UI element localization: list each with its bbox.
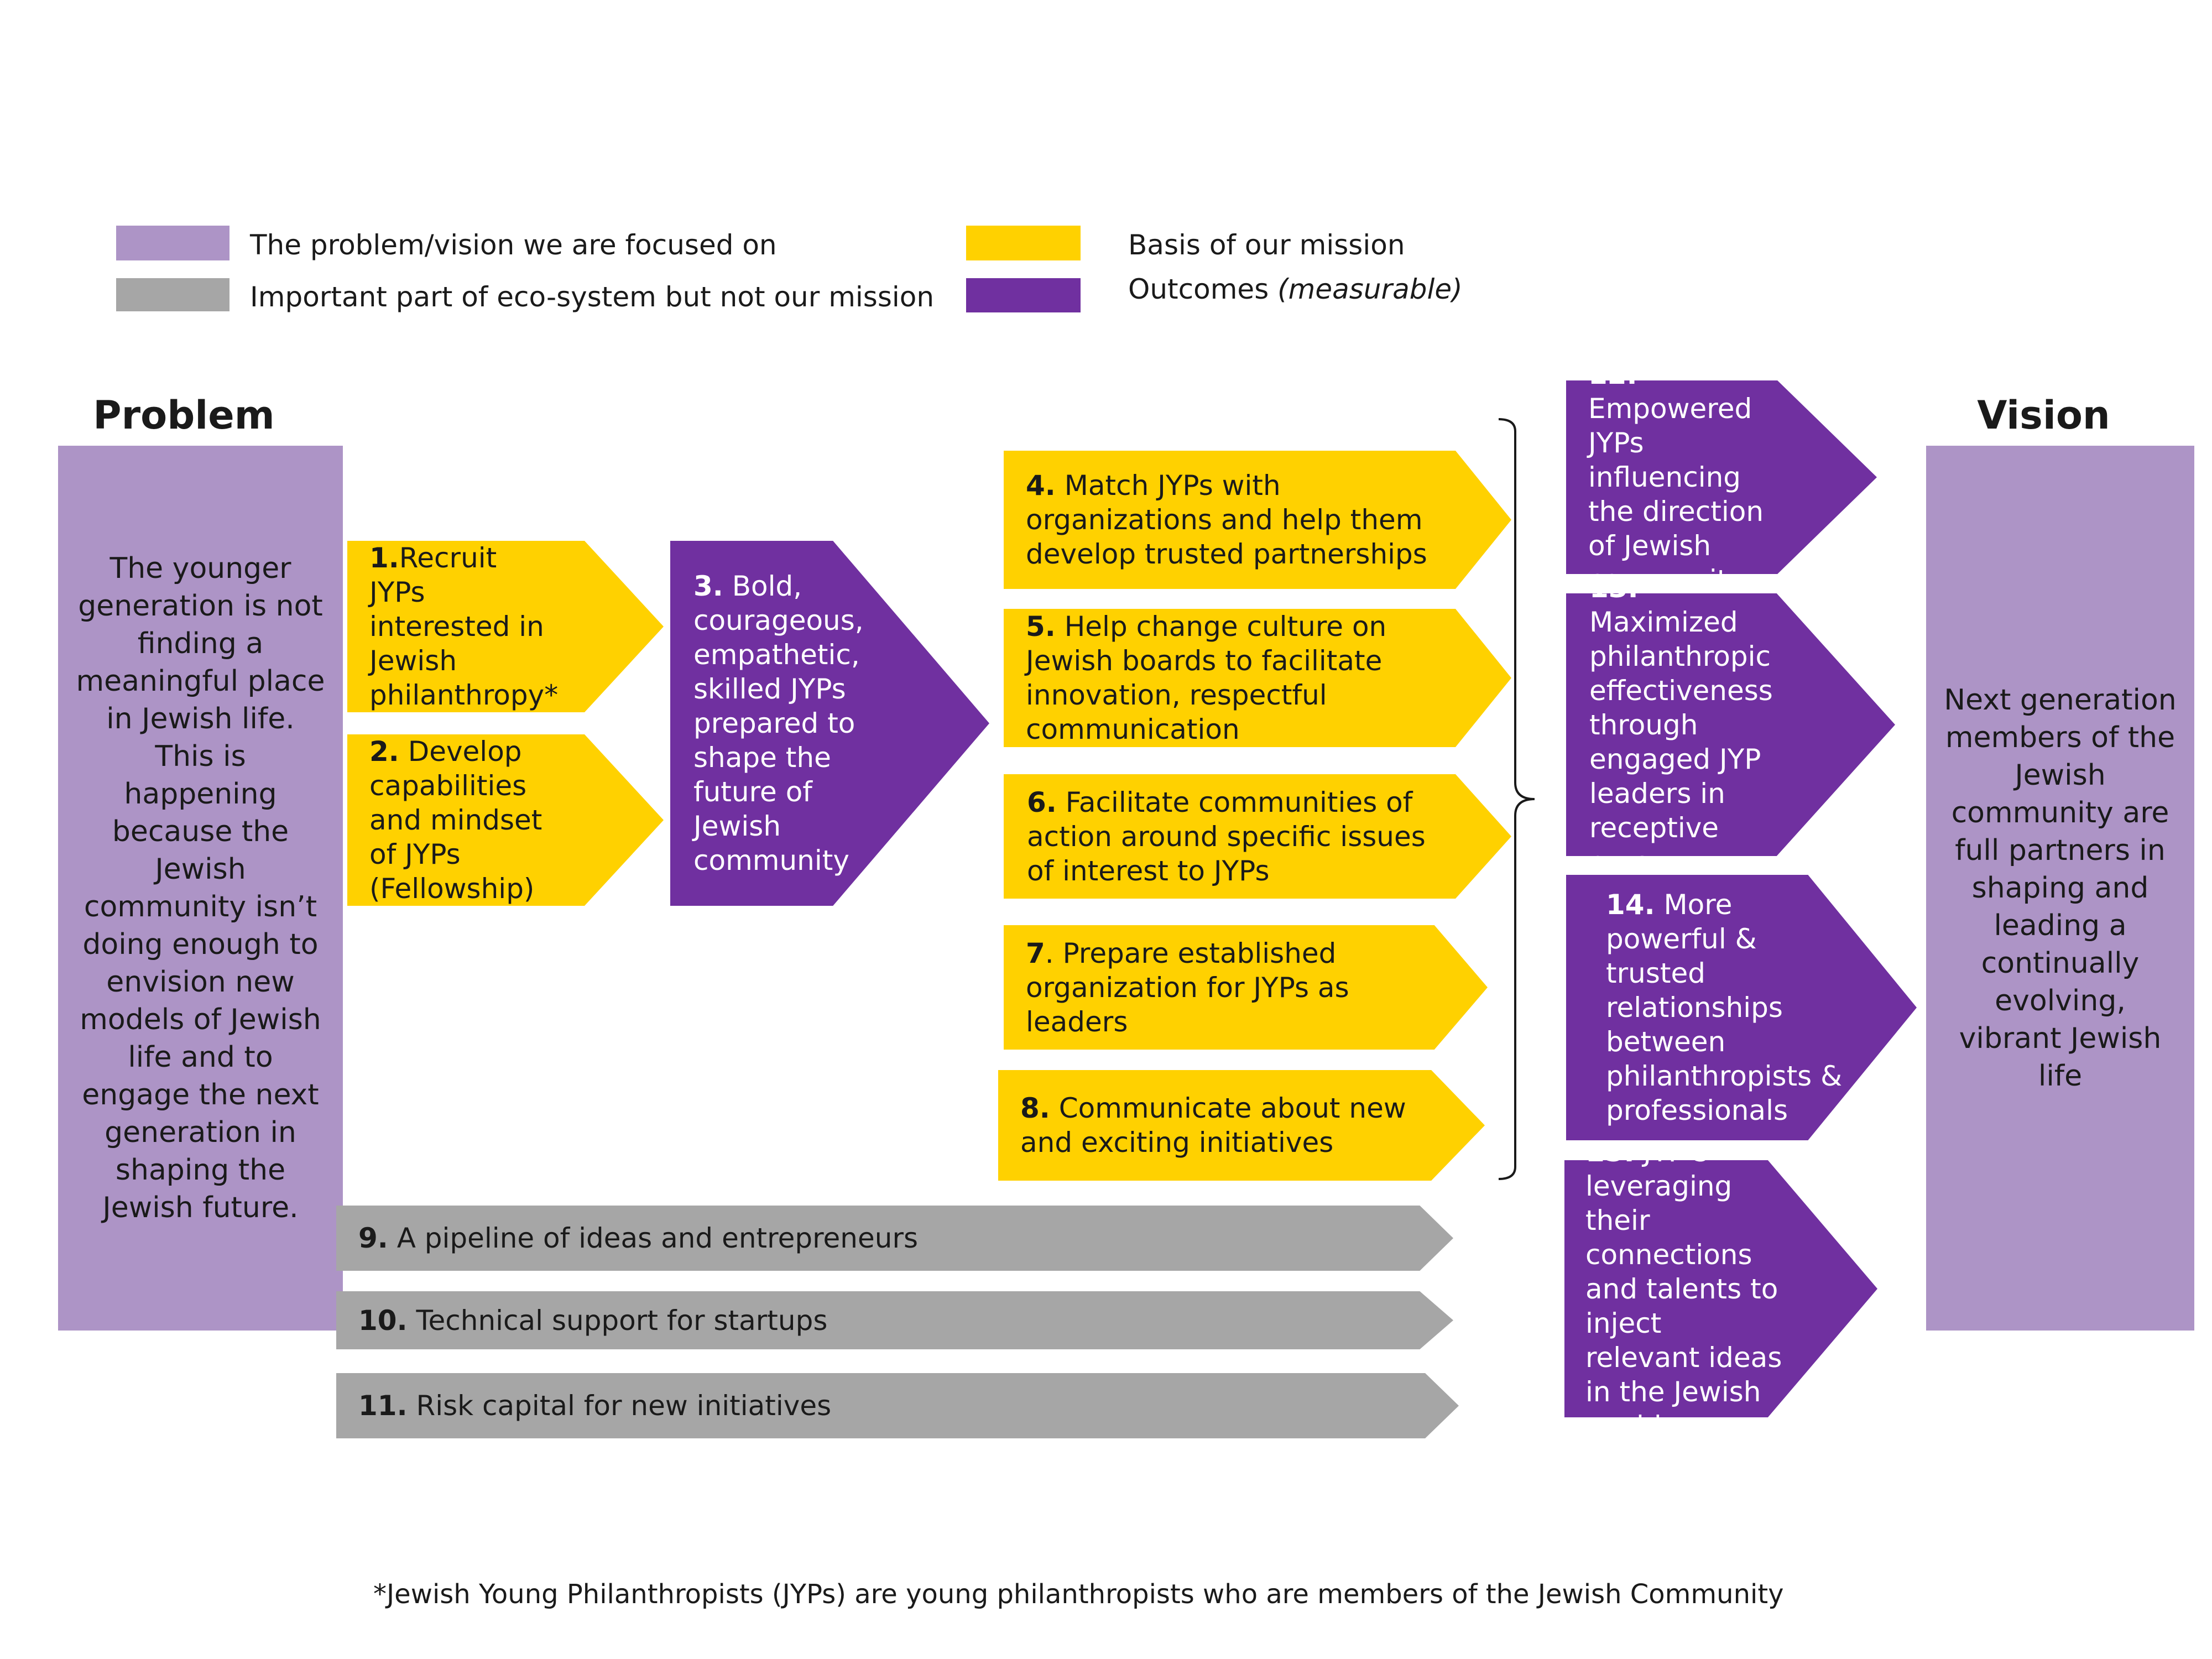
- step-4-chevron: 4. Match JYPs with organizations and hel…: [1004, 451, 1511, 589]
- step-4-text: Match JYPs with organizations and help t…: [1026, 469, 1427, 570]
- vision-heading: Vision: [1977, 393, 2110, 438]
- step-10-number: 10.: [358, 1304, 408, 1337]
- step-13-chevron: 13. Maximized philanthropic effectivenes…: [1566, 593, 1895, 856]
- step-5-text: Help change culture on Jewish boards to …: [1026, 611, 1387, 745]
- grouping-bracket: [1498, 418, 1535, 1180]
- problem-text: The younger generation is not finding a …: [76, 552, 325, 1224]
- step-13-text: Maximized philanthropic effectiveness th…: [1589, 606, 1773, 878]
- step-10-chevron: 10. Technical support for startups: [336, 1291, 1453, 1349]
- legend-outcomes-note: (measurable): [1277, 273, 1463, 305]
- legend-swatch-outcomes: [966, 278, 1081, 312]
- step-7-text: . Prepare established organization for J…: [1026, 937, 1349, 1038]
- step-1-text: Recruit JYPs interested in Jewish philan…: [369, 542, 559, 711]
- step-3-chevron: 3. Bold, courageous, empathetic, skilled…: [670, 541, 989, 906]
- legend-swatch-ecosystem: [116, 278, 229, 311]
- step-4-number: 4.: [1026, 469, 1056, 502]
- step-7-chevron: 7. Prepare established organization for …: [1004, 925, 1488, 1050]
- problem-box: The younger generation is not finding a …: [58, 446, 343, 1331]
- step-6-number: 6.: [1027, 786, 1057, 818]
- legend-label-basis: Basis of our mission: [1128, 229, 1405, 261]
- step-2-number: 2.: [369, 735, 399, 768]
- step-9-text: A pipeline of ideas and entrepreneurs: [388, 1222, 919, 1254]
- step-9-number: 9.: [358, 1222, 388, 1254]
- step-11-number: 11.: [358, 1390, 408, 1422]
- step-12-text: Empowered JYPs influencing the direction…: [1588, 393, 1764, 596]
- vision-text: Next generation members of the Jewish co…: [1944, 684, 2177, 1093]
- legend-label-outcomes: Outcomes (measurable): [1128, 275, 1463, 303]
- step-7-number: 7: [1026, 937, 1045, 969]
- step-10-text: Technical support for startups: [407, 1304, 828, 1337]
- step-8-number: 8.: [1020, 1092, 1050, 1124]
- step-14-text: More powerful & trusted relationships be…: [1606, 889, 1843, 1126]
- step-2-text: Develop capabilities and mindset of JYPs…: [369, 735, 542, 905]
- step-8-chevron: 8. Communicate about new and exciting in…: [998, 1070, 1485, 1181]
- step-9-chevron: 9. A pipeline of ideas and entrepreneurs: [336, 1206, 1453, 1271]
- legend-swatch-problem-vision: [116, 226, 229, 260]
- legend-label-problem-vision: The problem/vision we are focused on: [250, 229, 777, 261]
- step-14-chevron: 14. More powerful & trusted relationship…: [1566, 875, 1917, 1140]
- step-12-number: 12.: [1588, 358, 1637, 390]
- vision-box: Next generation members of the Jewish co…: [1926, 446, 2194, 1331]
- step-11-chevron: 11. Risk capital for new initiatives: [336, 1373, 1459, 1438]
- step-5-chevron: 5. Help change culture on Jewish boards …: [1004, 609, 1511, 747]
- legend-outcomes-text: Outcomes: [1128, 273, 1269, 305]
- step-5-number: 5.: [1026, 611, 1056, 643]
- step-14-number: 14.: [1606, 889, 1655, 921]
- step-15-number: 15.: [1585, 1135, 1635, 1168]
- step-11-text: Risk capital for new initiatives: [407, 1390, 832, 1422]
- step-15-chevron: 15. JYP’s leveraging their connections a…: [1564, 1160, 1877, 1417]
- footnote: *Jewish Young Philanthropists (JYPs) are…: [373, 1579, 1784, 1610]
- legend-label-ecosystem: Important part of eco-system but not our…: [250, 281, 935, 313]
- step-8-text: Communicate about new and exciting initi…: [1020, 1092, 1406, 1159]
- step-6-chevron: 6. Facilitate communities of action arou…: [1004, 774, 1511, 899]
- step-3-number: 3.: [693, 570, 723, 602]
- step-15-text: JYP’s leveraging their connections and t…: [1585, 1135, 1782, 1442]
- step-1-number: 1.: [369, 542, 399, 574]
- legend-swatch-basis: [966, 226, 1081, 260]
- step-13-number: 13.: [1589, 571, 1639, 604]
- step-12-chevron: 12. Empowered JYPs influencing the direc…: [1566, 380, 1877, 574]
- step-2-chevron: 2. Develop capabilities and mindset of J…: [347, 734, 664, 906]
- step-1-chevron: 1.Recruit JYPs interested in Jewish phil…: [347, 541, 664, 712]
- step-3-text: Bold, courageous, empathetic, skilled JY…: [693, 570, 864, 877]
- problem-heading: Problem: [93, 393, 275, 438]
- step-6-text: Facilitate communities of action around …: [1027, 786, 1426, 887]
